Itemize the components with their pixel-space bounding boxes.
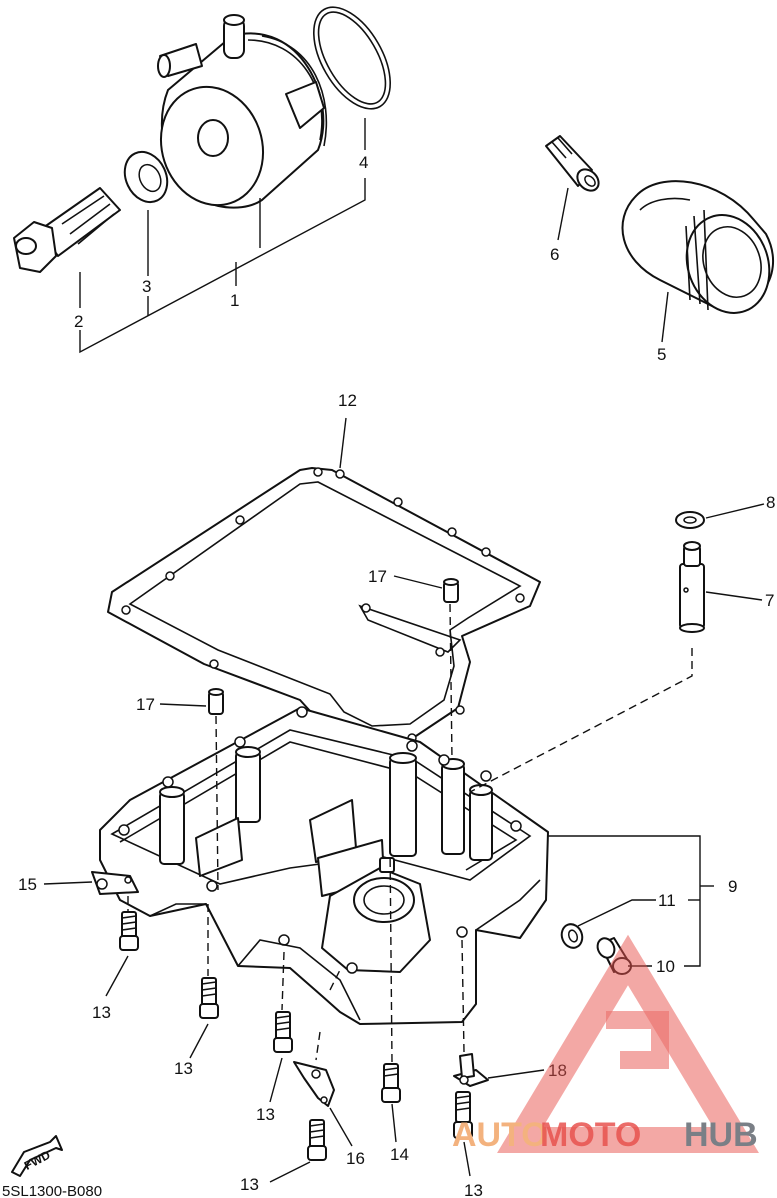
o-ring [313,6,391,110]
bolt-c [273,1011,293,1053]
dowel-pin-upper [443,578,459,603]
oil-filter [621,180,774,314]
callout-13c: 13 [256,1105,275,1124]
callout-15: 15 [18,875,37,894]
callout-17b: 17 [136,695,155,714]
callout-3: 3 [142,277,151,296]
oil-pan-gasket [107,467,541,745]
dowel-pin-lower [208,688,224,715]
bolt-e [453,1091,473,1139]
callout-1: 1 [230,291,239,310]
bolt-a [119,911,139,951]
callout-17a: 17 [368,567,387,586]
fwd-arrow-icon: FWD [11,1135,63,1177]
callout-8: 8 [766,493,775,512]
drain-bolt [381,1063,401,1103]
bolt-d [307,1119,327,1161]
callout-4: 4 [359,153,368,172]
union-fitting [545,135,600,192]
watermark-auto: AUTO [452,1116,548,1154]
callout-13b: 13 [174,1059,193,1078]
small-washer [675,511,705,529]
callout-9: 9 [728,877,737,896]
bracket-left [91,871,139,895]
callout-12: 12 [338,391,357,410]
callout-2: 2 [74,312,83,331]
callout-13a: 13 [92,1003,111,1022]
callout-6: 6 [550,245,559,264]
oil-pan [99,706,549,1025]
watermark-text: AUTO MOTO HUB [452,1116,758,1154]
bracket-16 [293,1061,335,1107]
assembly-centerlines [127,603,693,1063]
washer [123,150,169,204]
callout-16: 16 [346,1149,365,1168]
bracket-18 [453,1053,489,1087]
oil-cooler-bolt [13,187,121,273]
watermark-logo [497,934,759,1153]
top-leader-lines [79,118,366,354]
callout-10: 10 [656,957,675,976]
callout-7: 7 [765,591,774,610]
oil-cooler [157,14,328,209]
drain-gasket [560,923,584,949]
bolt-b [199,977,219,1019]
callout-14: 14 [390,1145,409,1164]
watermark-hub: HUB [684,1116,758,1154]
callout-13e: 13 [464,1181,483,1198]
relief-valve-pipe [679,541,705,633]
diagram-code: 5SL1300-B080 [2,1183,102,1198]
watermark-moto: MOTO [540,1116,641,1154]
callout-5: 5 [657,345,666,364]
callout-11: 11 [658,891,676,910]
callout-13d: 13 [240,1175,259,1194]
